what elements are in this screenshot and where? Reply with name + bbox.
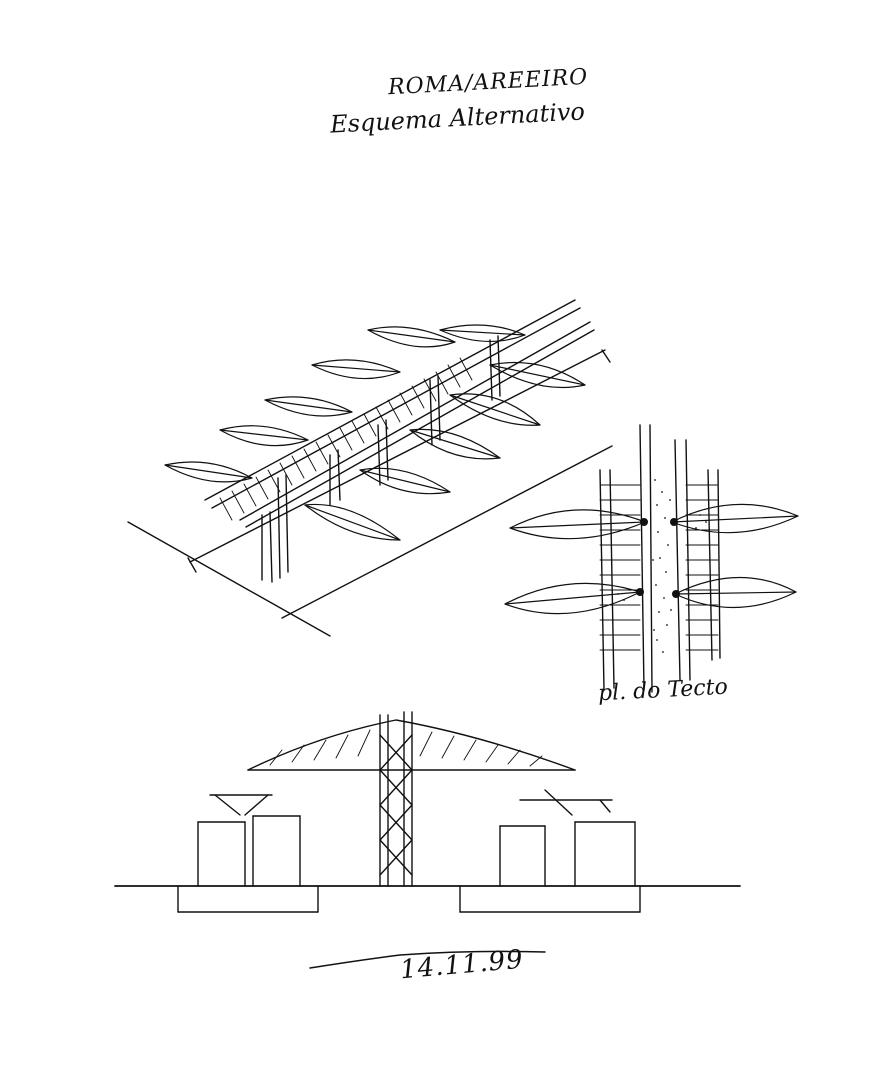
- roof-plan-drawing: [504, 424, 799, 693]
- section-drawing: [114, 711, 741, 913]
- axonometric-drawing: [127, 299, 613, 637]
- signature-flourish: [309, 950, 546, 969]
